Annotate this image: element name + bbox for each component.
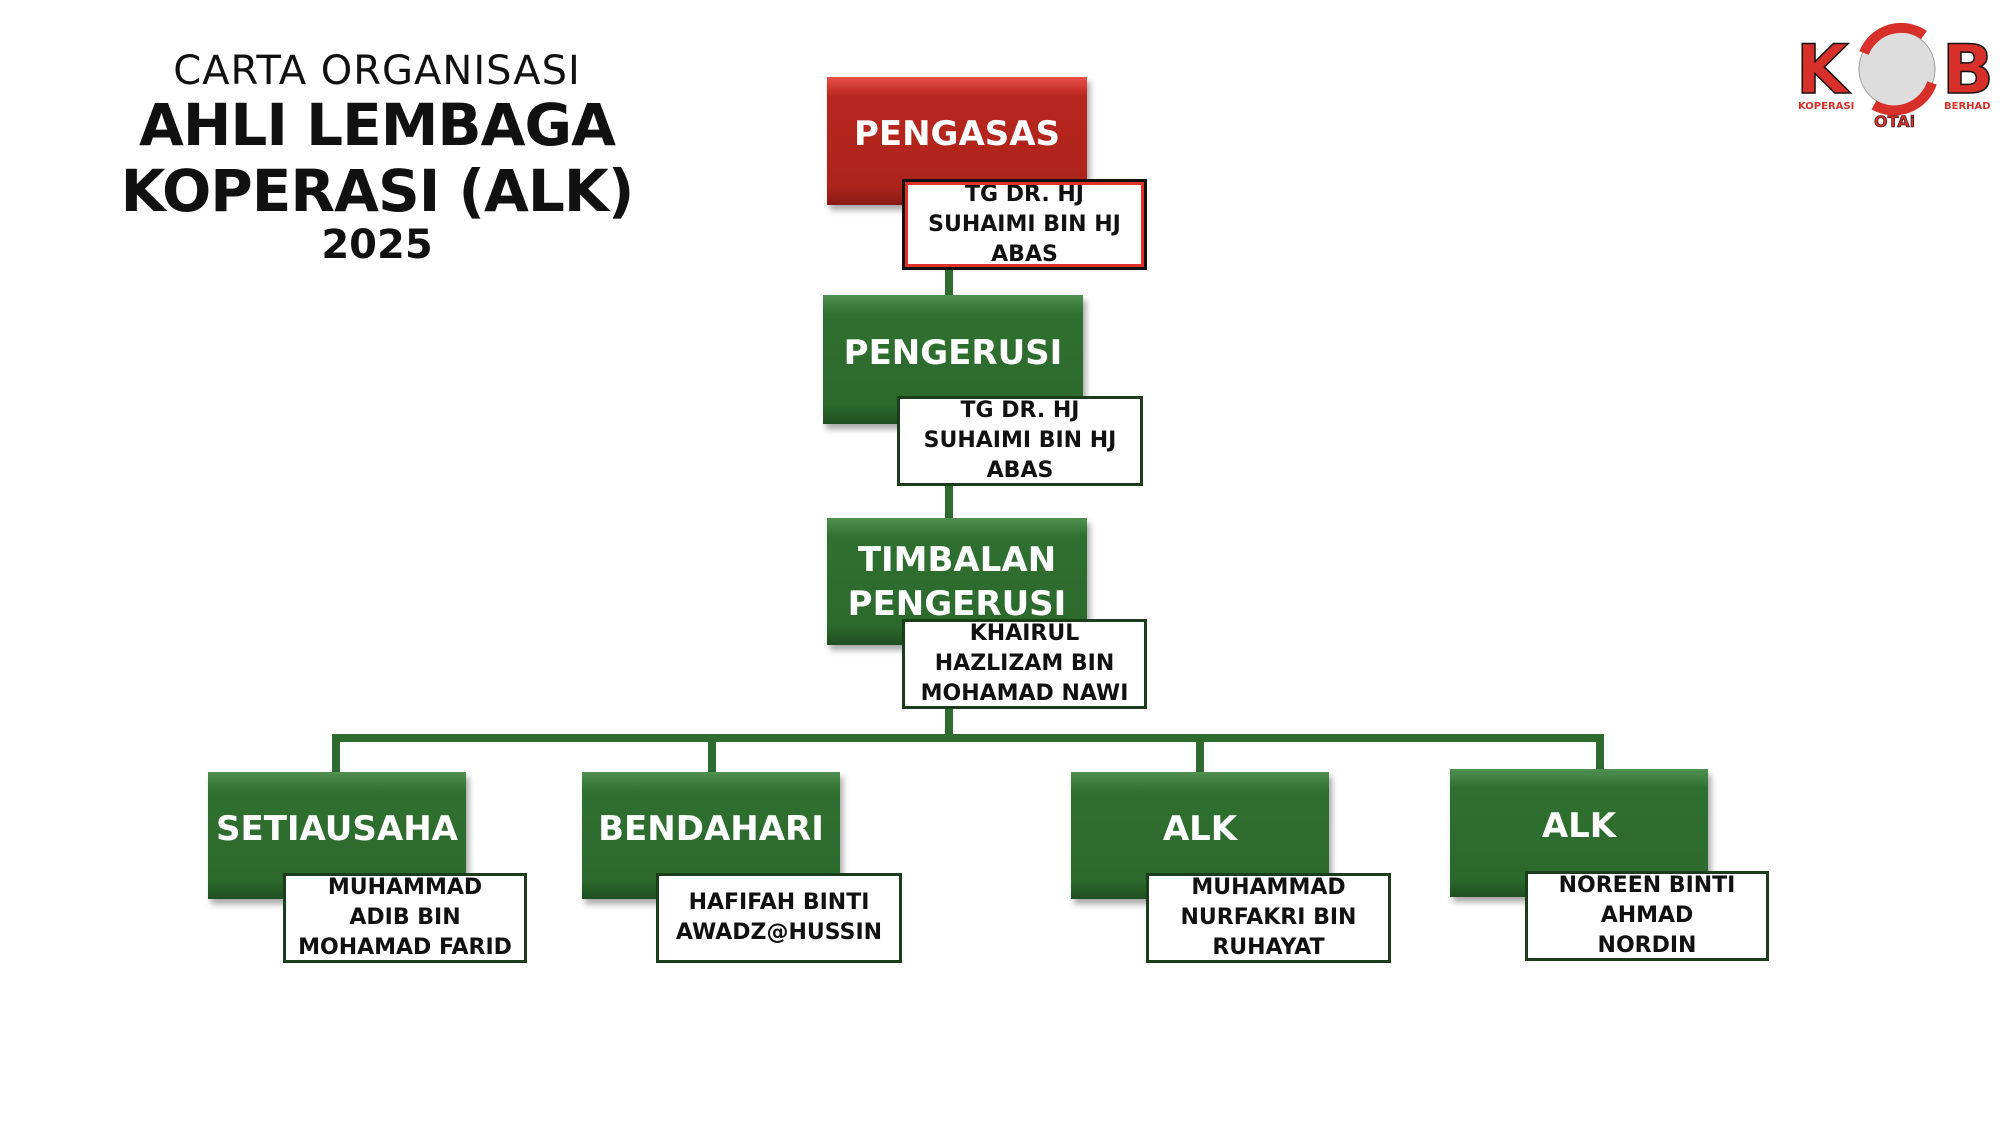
name-box-pengasas: TG DR. HJ SUHAIMI BIN HJ ABAS	[902, 179, 1147, 270]
connector-horizontal	[332, 734, 1604, 742]
title-line-3: KOPERASI (ALK)	[120, 157, 635, 225]
name-box-bendahari: HAFIFAH BINTI AWADZ@HUSSIN	[656, 873, 902, 963]
connector-drop	[332, 734, 340, 774]
name-box-timbalan-pengerusi: KHAIRUL HAZLIZAM BIN MOHAMAD NAWI	[902, 619, 1147, 709]
svg-text:K: K	[1796, 31, 1851, 110]
connector-drop	[1196, 734, 1204, 774]
connector-drop	[708, 734, 716, 774]
chart-year: 2025	[321, 222, 433, 268]
kob-logo: K B KOPERASI BERHAD OTAi	[1795, 22, 1995, 131]
name-box-pengerusi: TG DR. HJ SUHAIMI BIN HJ ABAS	[897, 396, 1143, 486]
name-box-setiausaha: MUHAMMAD ADIB BIN MOHAMAD FARID	[283, 873, 527, 963]
name-box-alk-1: MUHAMMAD NURFAKRI BIN RUHAYAT	[1146, 873, 1391, 963]
svg-text:BERHAD: BERHAD	[1944, 101, 1991, 112]
title-line-2: AHLI LEMBAGA	[138, 91, 616, 159]
name-box-alk-2: NOREEN BINTI AHMAD NORDIN	[1525, 871, 1769, 961]
svg-text:OTAi: OTAi	[1874, 112, 1915, 131]
connector-drop	[1596, 734, 1604, 772]
chart-subtitle: CARTA ORGANISASI	[173, 48, 581, 94]
svg-text:KOPERASI: KOPERASI	[1798, 101, 1854, 112]
svg-text:B: B	[1942, 31, 1994, 110]
